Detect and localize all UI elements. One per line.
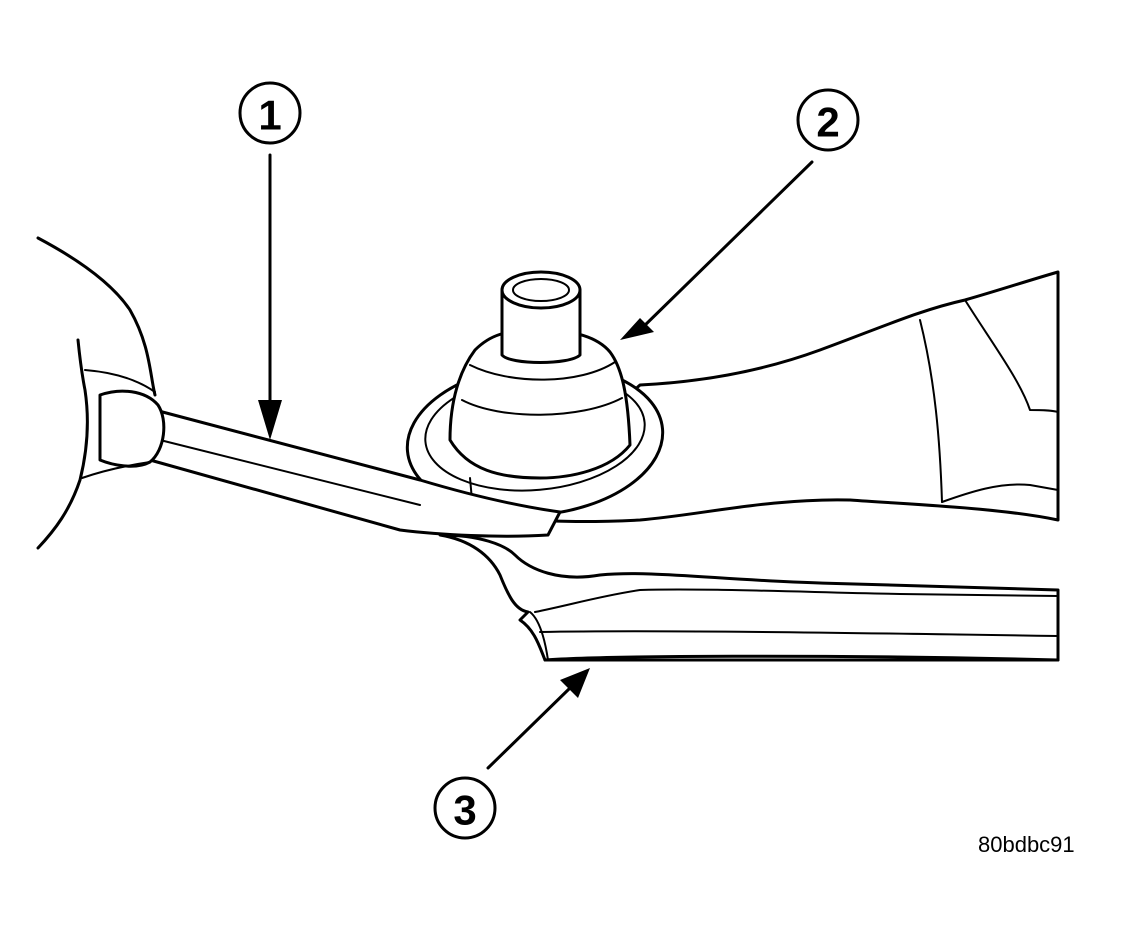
callout-2: 2	[796, 88, 860, 152]
callout-arrows	[258, 153, 814, 770]
callout-2-label: 2	[816, 99, 839, 146]
ball-joint-boot	[448, 270, 632, 480]
figure-id: 80bdbc91	[978, 832, 1075, 857]
callout-3: 3	[433, 776, 497, 840]
callout-3-label: 3	[453, 787, 476, 834]
control-arm	[438, 270, 1060, 662]
callout-1-label: 1	[258, 92, 281, 139]
callout-1: 1	[238, 81, 302, 145]
hand	[36, 236, 157, 550]
pry-tool	[98, 389, 562, 538]
